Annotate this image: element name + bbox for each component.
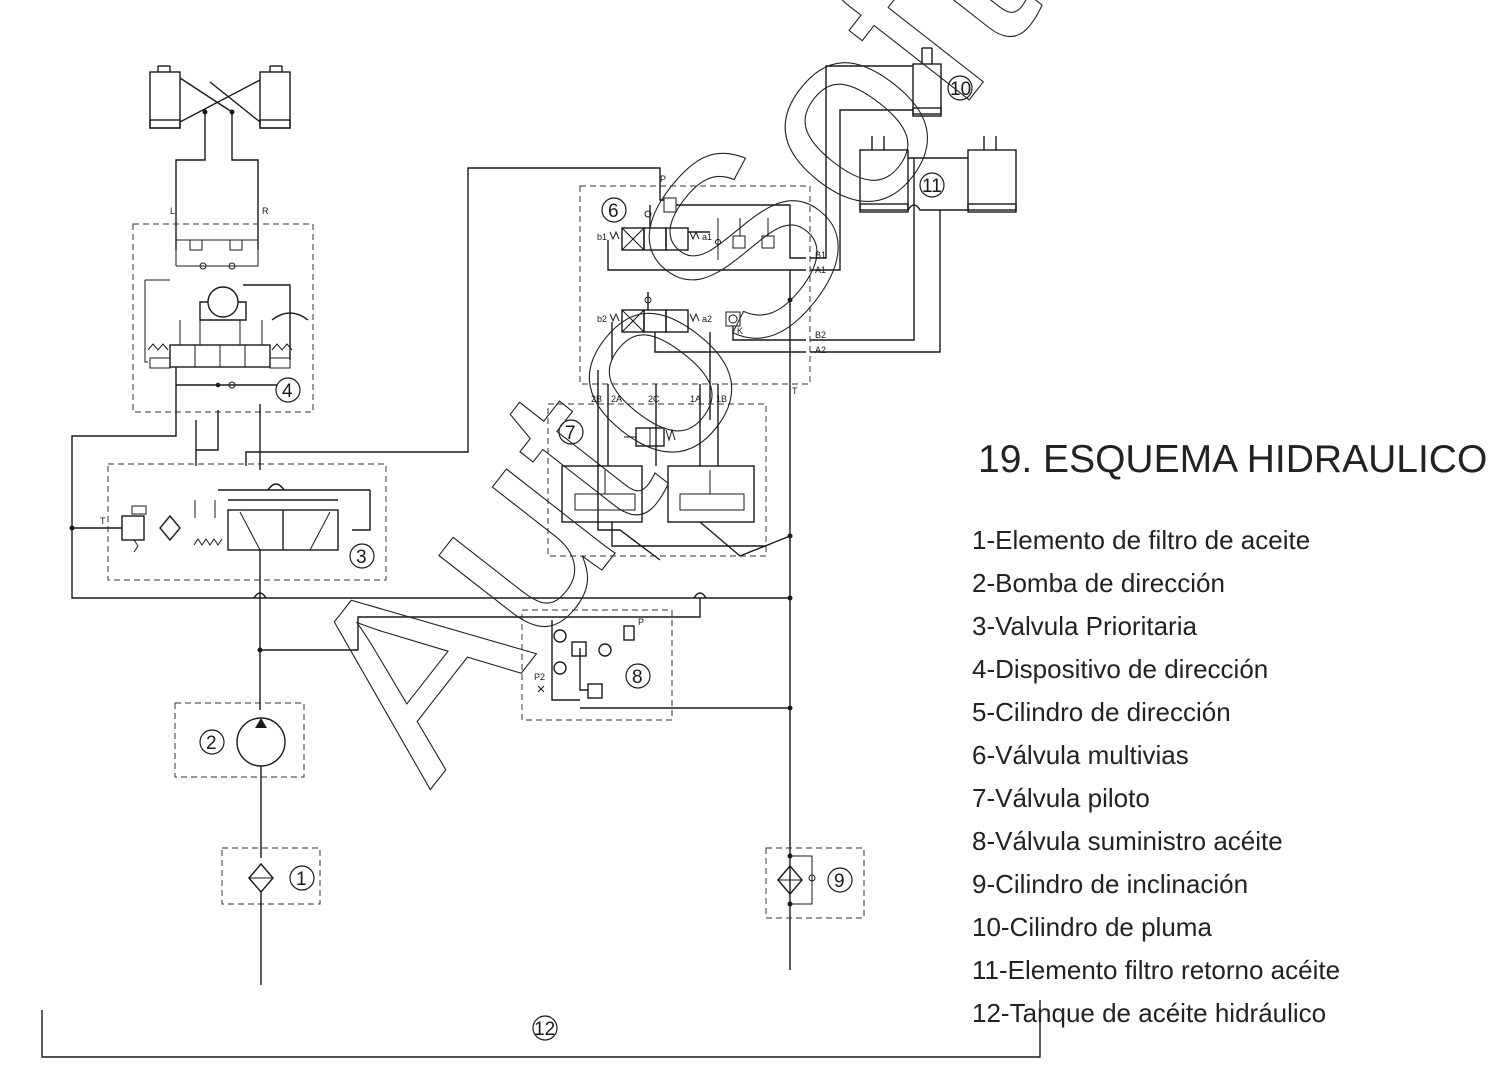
legend-item: 2-Bomba de dirección xyxy=(972,568,1225,598)
legend-item: 8-Válvula suministro acéite xyxy=(972,826,1283,856)
return-filter: 9 xyxy=(765,847,865,970)
svg-text:K: K xyxy=(737,326,743,336)
legend-item: 7-Válvula piloto xyxy=(972,783,1150,813)
svg-text:10: 10 xyxy=(950,79,971,100)
schematic-title: 19. ESQUEMA HIDRAULICO xyxy=(978,438,1488,481)
svg-text:B2: B2 xyxy=(815,330,826,340)
svg-text:a1: a1 xyxy=(702,232,712,242)
steering-pump: 2 xyxy=(174,702,305,858)
svg-text:1B: 1B xyxy=(716,394,727,404)
svg-text:6: 6 xyxy=(608,201,619,222)
svg-text:1A: 1A xyxy=(690,394,701,404)
svg-text:2A: 2A xyxy=(611,394,622,404)
svg-text:a2: a2 xyxy=(702,314,712,324)
pilot-valve: 2B 2A 2C 1A 1B 7 xyxy=(547,370,793,561)
multiway-valve: P b1 a1 b2 a2 B1 A1 B2 A2 K T xyxy=(579,174,826,920)
boom-cylinder: 10 xyxy=(810,47,973,271)
svg-text:1: 1 xyxy=(296,869,307,890)
legend-list: 1-Elemento de filtro de aceite 2-Bomba d… xyxy=(972,523,1340,1039)
suction-filter: 1 xyxy=(221,847,321,985)
legend-item: 12-Tanque de acéite hidráulico xyxy=(972,998,1327,1028)
svg-text:P2: P2 xyxy=(534,672,545,682)
svg-text:A2: A2 xyxy=(815,345,826,355)
svg-text:P: P xyxy=(638,617,644,627)
legend-item: 10-Cilindro de pluma xyxy=(972,912,1212,942)
svg-text:2B: 2B xyxy=(591,394,602,404)
svg-text:AutoSoft: AutoSoft xyxy=(246,0,1089,824)
legend-item: 6-Válvula multivias xyxy=(972,740,1189,770)
svg-text:9: 9 xyxy=(834,871,845,892)
pressure-lines xyxy=(69,167,793,711)
watermark: AutoSoft xyxy=(245,0,1089,825)
svg-text:L: L xyxy=(170,206,175,216)
svg-text:11: 11 xyxy=(922,176,942,197)
legend-item: 9-Cilindro de inclinación xyxy=(972,869,1249,899)
filter-return-cylinder-set: 11 xyxy=(810,136,1017,353)
svg-text:4: 4 xyxy=(282,381,293,402)
legend-item: 1-Elemento de filtro de aceite xyxy=(972,525,1311,555)
legend-item: 3-Valvula Prioritaria xyxy=(972,611,1197,641)
legend-item: 11-Elemento filtro retorno acéite xyxy=(972,955,1341,985)
steering-cylinders xyxy=(149,65,291,250)
svg-text:3: 3 xyxy=(356,547,367,568)
svg-text:2C: 2C xyxy=(648,394,660,404)
svg-text:2: 2 xyxy=(206,733,217,754)
svg-text:7: 7 xyxy=(565,423,576,444)
legend-item: 5-Cilindro de dirección xyxy=(972,697,1231,727)
svg-text:b1: b1 xyxy=(597,232,607,242)
svg-text:R: R xyxy=(262,206,269,216)
svg-text:B1: B1 xyxy=(815,250,826,260)
steering-unit: L R 4 xyxy=(132,206,314,413)
legend-item: 4-Dispositivo de dirección xyxy=(972,654,1269,684)
svg-text:T: T xyxy=(100,516,106,526)
supply-valve: P P2 8 xyxy=(521,609,673,721)
svg-text:12: 12 xyxy=(534,1019,555,1040)
svg-text:P: P xyxy=(660,174,666,184)
hydraulic-tank: 12 xyxy=(41,1000,1041,1058)
svg-text:b2: b2 xyxy=(597,314,607,324)
svg-text:8: 8 xyxy=(632,667,643,688)
priority-valve: T 3 xyxy=(100,463,387,581)
svg-text:T: T xyxy=(792,386,798,396)
